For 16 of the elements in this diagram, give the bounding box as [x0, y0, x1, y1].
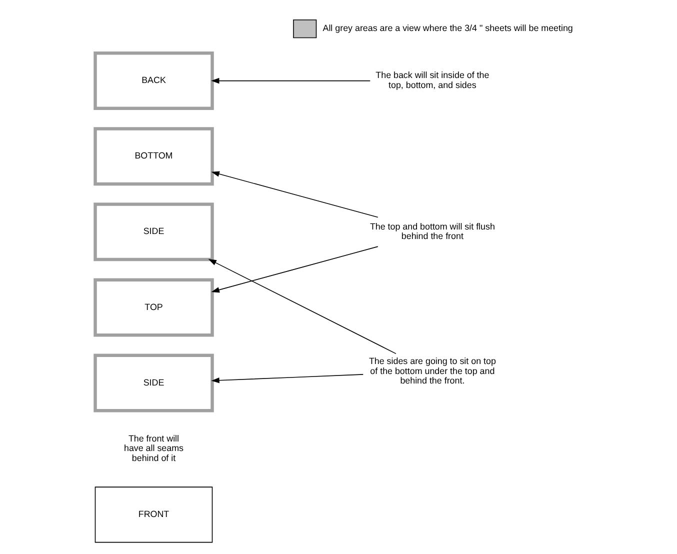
arrow [210, 246, 378, 293]
arrow [210, 374, 364, 384]
node-box: FRONT [94, 486, 212, 543]
node-box: BACK [93, 52, 214, 110]
node-text: The top and bottom will sit flush behind the front [369, 221, 494, 242]
node-text: The sides are going to sit on top of the bottom under the top and behind the front. [368, 356, 496, 386]
node-box: SIDE [93, 202, 214, 262]
node-label: The front will have all seams behind of it [123, 433, 184, 463]
arrow [210, 78, 370, 84]
arrow [208, 259, 396, 354]
arrow [210, 171, 378, 218]
node-box: BOTTOM [93, 127, 214, 186]
legend-label: All grey areas are a view where the 3/4 " sheets will be meeting [322, 23, 572, 34]
node-box: SIDE [93, 354, 214, 412]
node-text: The back will sit inside of the top, bottom, and sides [375, 70, 489, 90]
node-box: TOP [93, 278, 214, 337]
